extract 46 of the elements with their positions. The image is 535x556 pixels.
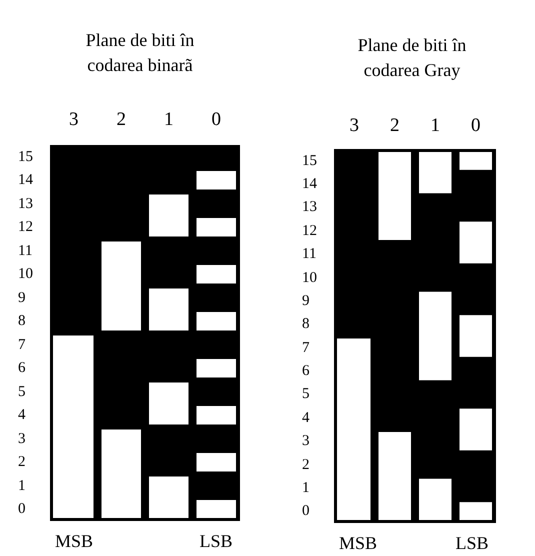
row-value: 3 — [18, 432, 26, 447]
row-value: 5 — [302, 387, 310, 402]
row-value: 11 — [18, 244, 32, 259]
bit-index: 0 — [212, 110, 221, 129]
bit-index: 2 — [116, 110, 126, 129]
row-value: 4 — [18, 408, 26, 424]
row-value: 9 — [302, 294, 310, 309]
row-value: 10 — [18, 267, 33, 282]
bit-index: 1 — [430, 116, 440, 135]
bit-index: 1 — [164, 110, 174, 129]
bit-index: 3 — [350, 116, 359, 135]
row-value: 12 — [18, 220, 33, 236]
row-value: 6 — [18, 361, 26, 376]
row-value: 0 — [18, 502, 26, 518]
row-value: 14 — [302, 177, 317, 192]
bit-index: 0 — [471, 116, 480, 135]
row-value: 1 — [18, 478, 26, 494]
row-value: 12 — [302, 224, 317, 239]
lsb-label: LSB — [456, 534, 488, 552]
row-value: 13 — [18, 196, 33, 212]
row-value: 3 — [302, 434, 310, 450]
bit-index: 3 — [69, 110, 78, 129]
row-value: 9 — [18, 290, 26, 306]
bit-index: 2 — [390, 116, 400, 135]
row-value: 5 — [18, 384, 26, 400]
row-value: 2 — [302, 458, 310, 473]
row-value: 6 — [302, 364, 310, 380]
panel-heading: Plane de biti în codarea binarã — [84, 29, 196, 77]
row-value: 13 — [302, 200, 317, 216]
row-value: 0 — [302, 504, 310, 520]
panel-heading: Plane de biti în codarea Gray — [356, 34, 468, 82]
row-value: 15 — [18, 150, 33, 165]
row-value: 15 — [302, 154, 317, 169]
row-value: 7 — [18, 338, 26, 353]
row-value: 11 — [302, 247, 316, 262]
row-value: 4 — [302, 410, 310, 426]
row-value: 8 — [302, 317, 310, 332]
row-value: 7 — [302, 340, 310, 356]
msb-label: MSB — [54, 532, 94, 550]
row-value: 2 — [18, 455, 26, 470]
row-value: 10 — [302, 270, 317, 286]
msb-label: MSB — [338, 534, 378, 552]
row-value: 14 — [18, 173, 33, 188]
lsb-label: LSB — [200, 532, 232, 550]
row-value: 8 — [18, 314, 26, 330]
row-value: 1 — [302, 480, 310, 496]
